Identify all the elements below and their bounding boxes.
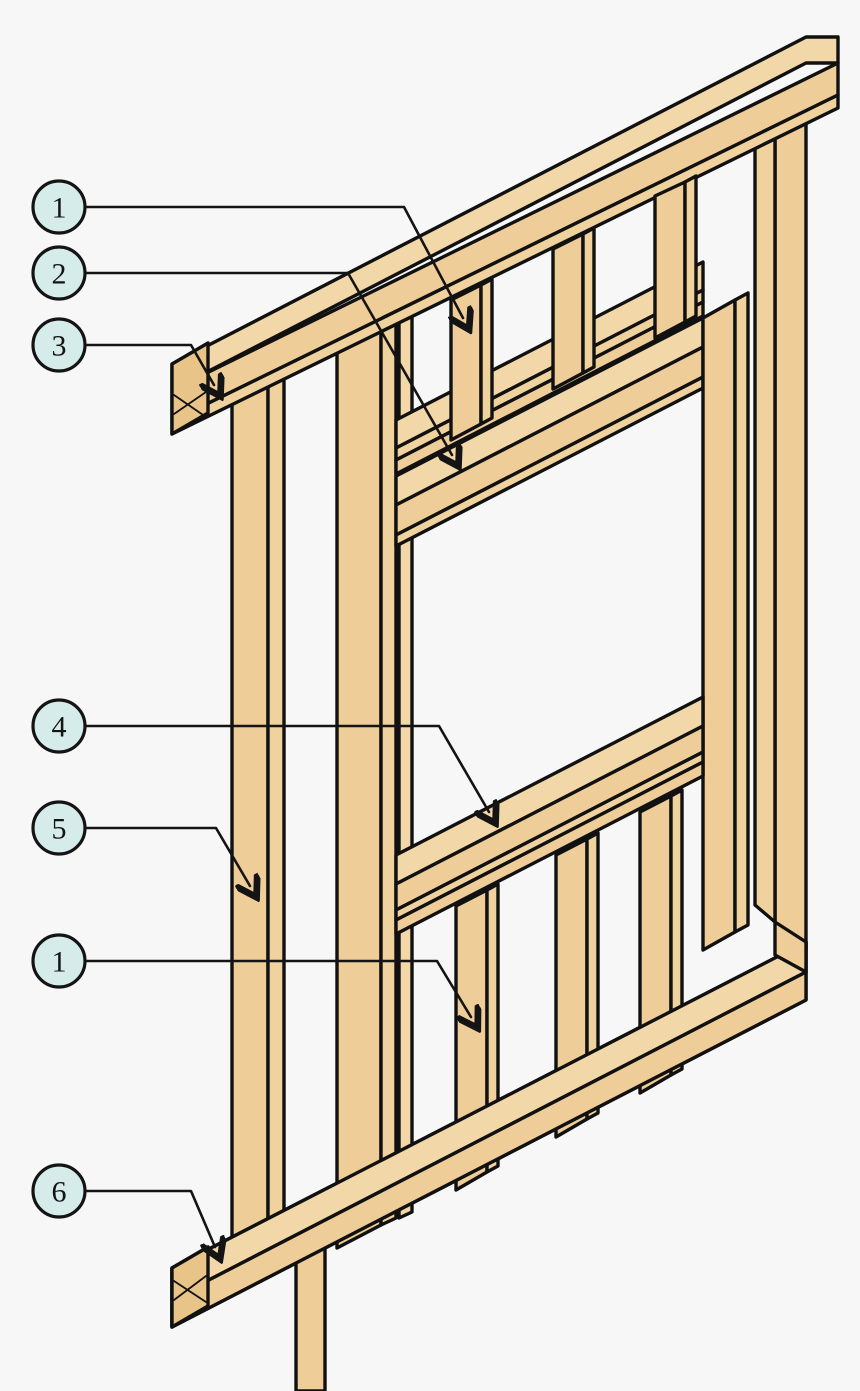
cripple-stud-above-2 [551, 226, 596, 391]
cripple-stud-above-1 [449, 277, 494, 442]
callout-circle-1-top[interactable] [31, 179, 87, 235]
corner-post-left [230, 362, 286, 1260]
king-stud-left [335, 321, 398, 1250]
leader-line-3 [83, 343, 214, 385]
callout-circle-1-bottom[interactable] [31, 933, 87, 989]
cripple-stud-above-3 [653, 174, 698, 340]
leader-line-5 [83, 826, 250, 886]
king-stud-right [701, 291, 750, 952]
callout-label-5: 5 [52, 813, 67, 846]
callout-label-2: 2 [52, 258, 67, 291]
leader-line-1-top [83, 205, 463, 318]
callout-1-bottom[interactable]: 1 [31, 933, 471, 1017]
callout-layer: 1 2 3 4 5 [31, 179, 489, 1247]
callout-circle-2[interactable] [31, 245, 87, 301]
stud-far-right [753, 93, 808, 952]
callout-1-top[interactable]: 1 [31, 179, 463, 318]
frame-right-bottom-corner [773, 920, 808, 974]
callout-6[interactable]: 6 [31, 1163, 215, 1247]
callout-label-4: 4 [52, 711, 67, 744]
callout-label-6: 6 [52, 1176, 67, 1209]
callout-circle-3[interactable] [31, 317, 87, 373]
callout-circle-5[interactable] [31, 800, 87, 856]
wall-frame-body [170, 35, 840, 1391]
leader-line-4 [83, 724, 489, 812]
callout-circle-4[interactable] [31, 698, 87, 754]
callout-label-3: 3 [52, 330, 67, 363]
leader-line-1-bottom [83, 959, 471, 1017]
callout-3[interactable]: 3 [31, 317, 214, 385]
callout-circle-6[interactable] [31, 1163, 87, 1219]
window-sill [394, 695, 705, 936]
callout-4[interactable]: 4 [31, 698, 489, 812]
callout-5[interactable]: 5 [31, 800, 250, 886]
callout-label-1-bottom: 1 [52, 946, 67, 979]
leader-line-2 [83, 271, 452, 455]
callout-label-1-top: 1 [52, 192, 67, 225]
leader-line-6 [83, 1189, 215, 1247]
top-plate [170, 35, 840, 436]
callout-2[interactable]: 2 [31, 245, 452, 455]
